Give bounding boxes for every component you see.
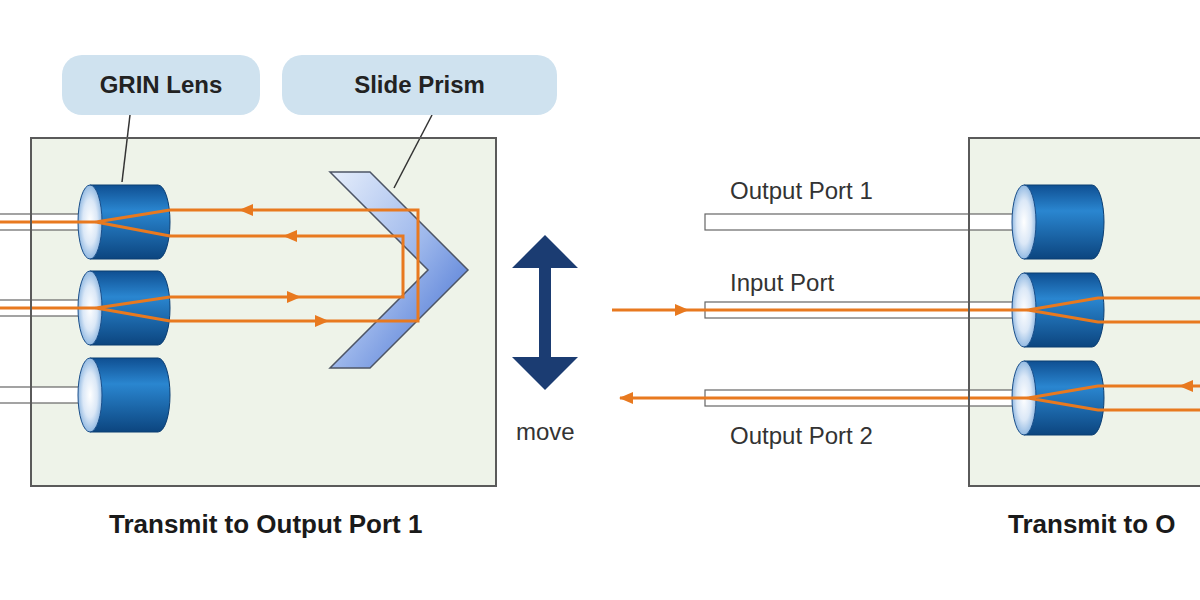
callout-label: GRIN Lens [100, 71, 223, 99]
port-label: Output Port 2 [730, 422, 873, 450]
light-beam [0, 307, 96, 310]
switch-panel: Transmit to Output Port 1 [30, 137, 497, 487]
port-label: Output Port 1 [730, 177, 873, 205]
optical-fiber [705, 214, 1026, 230]
light-beam [96, 210, 170, 236]
beam-arrowhead [315, 315, 329, 327]
panel-caption: Transmit to O [1008, 509, 1176, 540]
grin-lens [78, 358, 170, 432]
move-arrow [512, 235, 578, 390]
beam-arrowhead [239, 204, 253, 216]
light-beam [612, 309, 1028, 312]
panel-ground [30, 137, 497, 487]
beam-arrowhead [283, 230, 297, 242]
light-beam [620, 397, 1028, 400]
grin-lens [1012, 185, 1104, 259]
slide-prism [330, 172, 468, 368]
leader-line [394, 115, 432, 188]
panel-caption: Transmit to Output Port 1 [109, 509, 422, 540]
grin-lenses [78, 185, 1104, 435]
beam-arrowhead [619, 392, 633, 404]
light-beam [170, 236, 403, 297]
light-beam [1028, 298, 1200, 322]
light-beam [0, 221, 96, 224]
switch-panel: Transmit to O [968, 137, 1200, 487]
callout-pill: GRIN Lens [62, 55, 260, 115]
beam-arrowhead [675, 304, 689, 316]
port-label: Input Port [730, 269, 834, 297]
beam-arrowhead [1179, 380, 1193, 392]
beam-arrowhead [287, 291, 301, 303]
leader-line [122, 115, 130, 182]
callout-pill: Slide Prism [282, 55, 557, 115]
light-beam [1028, 386, 1200, 410]
motion-label: move [516, 418, 575, 446]
light-beam [170, 210, 418, 321]
light-beams [0, 204, 1200, 410]
callout-label: Slide Prism [354, 71, 485, 99]
light-beam [96, 297, 170, 321]
